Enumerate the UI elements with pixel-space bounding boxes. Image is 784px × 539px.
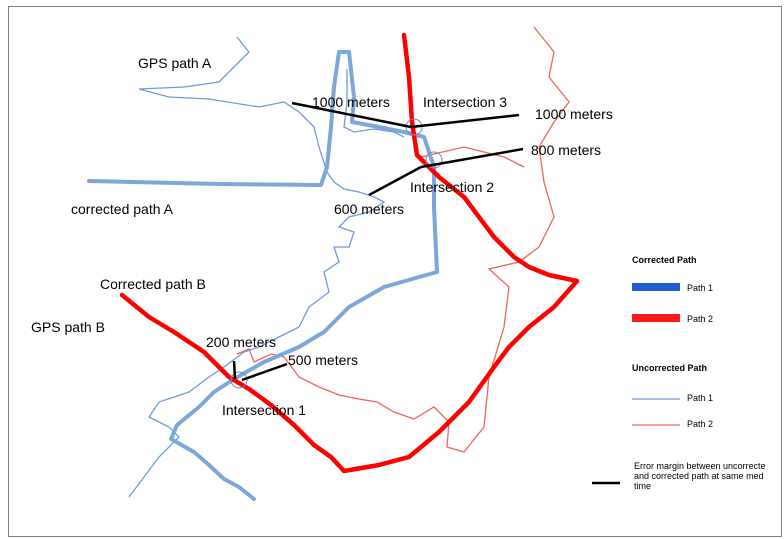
legend-error-margin-text-1: Error margin between uncorrecte xyxy=(634,461,766,471)
diagram-figure: GPS path A corrected path A Corrected pa… xyxy=(8,6,782,537)
uncorrected-path-2-line xyxy=(236,26,570,453)
corrected-path-1-line xyxy=(87,50,439,501)
legend-uncorrected-path-1-label: Path 1 xyxy=(687,393,713,403)
distance-label-1000-right: 1000 meters xyxy=(535,106,613,122)
intersection-3-label: Intersection 3 xyxy=(423,94,507,110)
legend-corrected-title: Corrected Path xyxy=(632,255,697,265)
error-margin-line-200 xyxy=(232,360,237,380)
error-margin-line-1000-right xyxy=(410,113,520,129)
distance-label-600: 600 meters xyxy=(334,201,404,217)
distance-label-1000-left: 1000 meters xyxy=(312,94,390,110)
uncorrected-path-1-line xyxy=(128,36,386,498)
error-margin-line-500 xyxy=(241,362,288,382)
gps-path-a-label: GPS path A xyxy=(138,55,212,71)
distance-label-200: 200 meters xyxy=(206,334,276,350)
legend-uncorrected-path-2-label: Path 2 xyxy=(687,419,713,429)
intersection-1-marker xyxy=(230,371,248,389)
corrected-path-2-line xyxy=(119,32,580,474)
uncorrected-path-2-top xyxy=(420,146,525,168)
error-margin-line-1000-left xyxy=(291,101,412,129)
distance-label-500: 500 meters xyxy=(288,352,358,368)
corrected-path-b-label: Corrected path B xyxy=(100,276,206,292)
path-diagram: GPS path A corrected path A Corrected pa… xyxy=(31,26,766,501)
legend-corrected-path-2-swatch xyxy=(632,314,680,322)
intersection-2-marker xyxy=(425,151,443,169)
gps-path-b-label: GPS path B xyxy=(31,319,105,335)
legend-error-margin-text-2: and corrected path at same med xyxy=(634,471,764,481)
error-margin-line-600 xyxy=(368,165,422,197)
legend-error-margin-text-3: time xyxy=(634,481,651,491)
legend-corrected-path-1-swatch xyxy=(632,283,680,291)
legend-corrected-path-1-label: Path 1 xyxy=(687,283,713,293)
legend-uncorrected-title: Uncorrected Path xyxy=(632,363,707,373)
corrected-path-a-label: corrected path A xyxy=(71,201,174,217)
intersection-2-label: Intersection 2 xyxy=(410,179,494,195)
legend-corrected-path-2-label: Path 2 xyxy=(687,314,713,324)
distance-label-800: 800 meters xyxy=(531,142,601,158)
legend: Corrected Path Path 1 Path 2 Uncorrected… xyxy=(592,255,766,491)
error-margin-line-800 xyxy=(420,147,524,169)
intersection-1-label: Intersection 1 xyxy=(222,402,306,418)
